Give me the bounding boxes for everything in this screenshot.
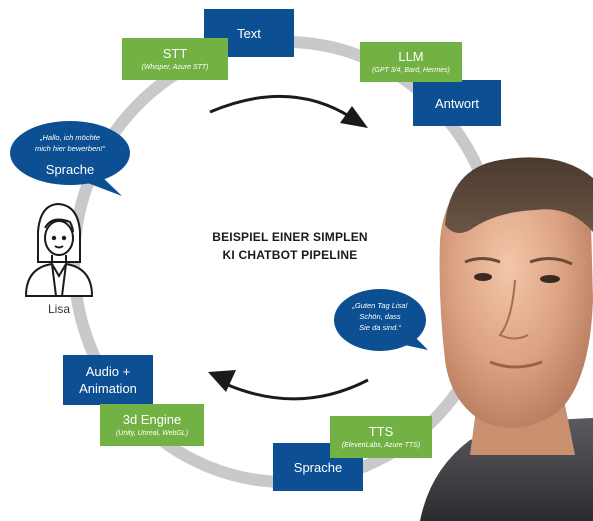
node-antwort: Antwort — [413, 80, 501, 126]
user-quote-line-2: mich hier bewerben!“ — [34, 144, 106, 153]
node-audio-animation: Audio + Animation — [63, 355, 153, 405]
node-stt: STT (Whisper, Azure STT) — [122, 38, 228, 80]
diagram-title-line-2: KI CHATBOT PIPELINE — [222, 248, 358, 262]
node-3d-engine: 3d Engine (Unity, Unreal, WebGL) — [100, 404, 204, 446]
user-name: Lisa — [47, 302, 70, 316]
bottom-flow-arrow — [227, 378, 369, 401]
node-3d-engine-label: 3d Engine — [122, 411, 182, 427]
top-flow-arrowhead — [340, 106, 368, 128]
node-llm-sub: (GPT 3/4, Bard, Hermes) — [372, 66, 450, 74]
man-face-photo — [420, 157, 593, 521]
avatar-quote-line-1: „Guten Tag Lisa! — [352, 301, 408, 310]
avatar-quote-line-3: Sie da sind.“ — [359, 323, 401, 332]
user-bubble-quote: „Hallo, ich möchte mich hier bewerben!“ — [10, 132, 130, 154]
node-stt-sub: (Whisper, Azure STT) — [141, 63, 209, 71]
node-tts-label: TTS — [368, 423, 394, 439]
user-speech-bubble — [10, 121, 130, 185]
node-antwort-label: Antwort — [434, 95, 480, 111]
node-llm: LLM (GPT 3/4, Bard, Hermes) — [360, 42, 462, 82]
bottom-flow-arrowhead — [208, 370, 236, 392]
node-3d-engine-sub: (Unity, Unreal, WebGL) — [115, 429, 189, 437]
avatar-speech-bubble — [334, 289, 426, 351]
avatar-quote-line-2: Schön, dass — [359, 312, 401, 321]
avatar-bubble-quote: „Guten Tag Lisa! Schön, dass Sie da sind… — [336, 300, 424, 333]
node-audio-animation-line-2: Animation — [79, 381, 137, 396]
diagram-title-line-1: BEISPIEL EINER SIMPLEN — [212, 230, 368, 244]
node-llm-label: LLM — [398, 48, 424, 64]
user-bubble-label: Sprache — [45, 162, 95, 177]
user-quote-line-1: „Hallo, ich möchte — [39, 133, 101, 142]
node-stt-label: STT — [162, 45, 188, 61]
node-audio-animation-line-1: Audio + — [85, 364, 131, 379]
top-flow-arrow — [209, 94, 353, 120]
node-text-label: Text — [237, 25, 261, 41]
node-sprache-output-label: Sprache — [293, 459, 343, 475]
node-tts-sub: (ElevenLabs, Azure TTS) — [341, 441, 421, 449]
woman-avatar-icon — [24, 202, 94, 297]
node-tts: TTS (ElevenLabs, Azure TTS) — [330, 416, 432, 458]
